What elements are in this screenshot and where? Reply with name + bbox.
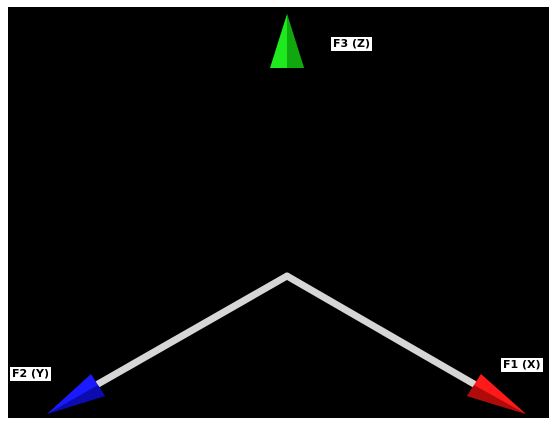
y-axis-arrowhead [47, 374, 105, 414]
z-axis-label: F3 (Z) [331, 37, 373, 51]
x-axis-shaft [283, 272, 478, 388]
x-axis-arrowhead [467, 374, 526, 414]
3d-viewport[interactable] [8, 7, 549, 418]
x-axis-label: F1 (X) [501, 358, 543, 372]
y-axis-label: F2 (Y) [10, 367, 52, 381]
y-axis-shaft [94, 272, 291, 388]
